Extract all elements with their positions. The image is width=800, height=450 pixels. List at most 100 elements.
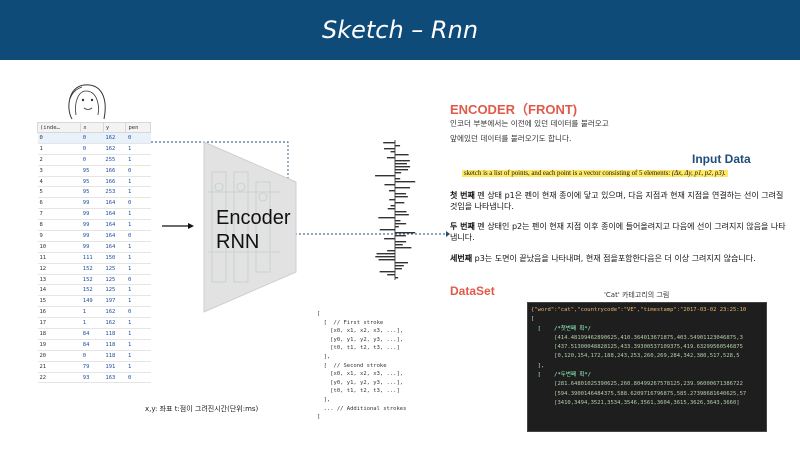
input-data-heading: Input Data: [692, 152, 751, 166]
json-line: ],: [531, 362, 545, 369]
table-cell: 111: [80, 252, 104, 264]
table-cell: 152: [80, 274, 104, 286]
table-cell: 21: [37, 361, 81, 373]
cat-caption: 'Cat' 카테고리의 그림: [604, 291, 670, 299]
table-cell: 99: [80, 230, 104, 242]
signal-bar: [395, 214, 409, 216]
code-line: [ // First stroke: [317, 319, 384, 326]
encoder-label: Encoder RNN: [216, 206, 291, 254]
table-cell: 1: [125, 284, 151, 297]
json-line: {"word":"cat","countrycode":"VE","timest…: [531, 307, 747, 313]
arrow-right-icon: [162, 223, 194, 229]
signal-bar: [395, 277, 399, 279]
pen-state-p1: 첫 번째 펜 상태 p1은 펜이 현재 종이에 닿고 있으며, 다음 지점과 현…: [450, 190, 786, 212]
table-cell: 0: [80, 132, 104, 144]
encoder-description: 인코더 부분에서는 이전에 있던 데이터를 불러오고 앞에있던 데이터를 불러오…: [450, 116, 730, 146]
table-cell: 164: [103, 219, 126, 232]
signal-bar: [384, 148, 395, 150]
table-cell: 95: [80, 176, 104, 188]
p1-bold: 첫 번째: [450, 191, 475, 200]
table-cell: 1: [37, 143, 81, 155]
table-cell: 152: [80, 284, 104, 297]
signal-bar: [378, 259, 395, 261]
table-cell: 10: [37, 241, 81, 253]
p3-bold: 세번째: [450, 254, 473, 263]
json-line: [414.48199462890625,410.364013671875,403…: [531, 334, 743, 341]
table-header-cell: pen: [125, 122, 151, 133]
signal-bar: [387, 274, 395, 276]
signal-bar: [383, 142, 395, 144]
table-cell: 1: [125, 317, 151, 330]
signal-bar: [395, 181, 416, 183]
table-cell: 1: [125, 339, 151, 351]
code-line: [y0, y1, y2, y3, ...],: [317, 336, 404, 343]
signal-bar: [387, 250, 395, 252]
table-cell: 12: [37, 263, 81, 275]
table-cell: 6: [37, 197, 81, 210]
table-cell: 0: [125, 165, 151, 177]
table-cell: 11: [37, 252, 81, 264]
signal-bar: [395, 169, 409, 171]
signal-bar: [395, 268, 402, 270]
signal-bar: [395, 265, 404, 267]
table-cell: 164: [103, 208, 126, 221]
signal-bar: [395, 166, 411, 168]
code-line: ],: [317, 396, 331, 403]
table-cell: 125: [103, 263, 126, 275]
json-line: [594.3900146484375,588.6209716796875,585…: [531, 390, 747, 397]
table-cell: 1: [125, 176, 151, 188]
table-cell: 1: [80, 317, 104, 330]
table-header-cell: y: [102, 122, 127, 133]
json-line: [3410,3494,3521,3534,3546,3561,3604,3615…: [531, 399, 740, 406]
signal-bar: [388, 190, 395, 192]
encoder-label-line1: Encoder: [216, 207, 291, 229]
table-cell: 0: [80, 350, 104, 362]
table-cell: 4: [37, 176, 81, 188]
table-cell: 255: [103, 154, 126, 166]
json-line: [ /*첫번째 획*/: [531, 325, 591, 332]
signal-bar: [395, 262, 408, 264]
table-cell: 0: [125, 197, 151, 210]
signal-bar: [395, 211, 407, 213]
signal-bar: [376, 253, 395, 255]
table-cell: 16: [37, 306, 81, 319]
pen-state-p2: 두 번째 펜 상태인 p2는 펜이 현재 지점 이후 종이에 들어올려지고 다음…: [450, 221, 786, 243]
signal-bar: [395, 163, 407, 165]
signal-bar: [395, 232, 416, 234]
table-cell: 79: [80, 361, 104, 373]
table-cell: 125: [103, 274, 126, 286]
table-cell: 19: [37, 339, 81, 351]
table-cell: 99: [80, 241, 104, 253]
table-cell: 162: [103, 306, 126, 319]
table-cell: 163: [103, 372, 126, 384]
signal-bar: [384, 184, 395, 186]
code-line: [y0, y1, y2, y3, ...],: [317, 379, 404, 386]
table-cell: 1: [125, 219, 151, 232]
signal-bar: [395, 226, 399, 228]
json-line: [ /*두번째 획*/: [531, 372, 591, 379]
table-cell: 162: [103, 317, 126, 330]
signal-bar: [395, 187, 411, 189]
table-cell: 0: [125, 230, 151, 242]
code-line: [x0, x1, x2, x3, ...],: [317, 371, 404, 378]
p3-text: p3는 도면이 끝났음을 나타내며, 현재 점을포함한다음은 더 이상 그려지지…: [472, 254, 756, 263]
code-line: ]: [317, 414, 321, 421]
table-cell: 84: [80, 339, 104, 351]
table-cell: 0: [125, 132, 151, 144]
table-cell: 95: [80, 186, 104, 199]
sketch-definition: sketch is a list of points, and each poi…: [462, 170, 728, 177]
signal-bar: [384, 238, 395, 240]
table-cell: 166: [103, 176, 126, 188]
